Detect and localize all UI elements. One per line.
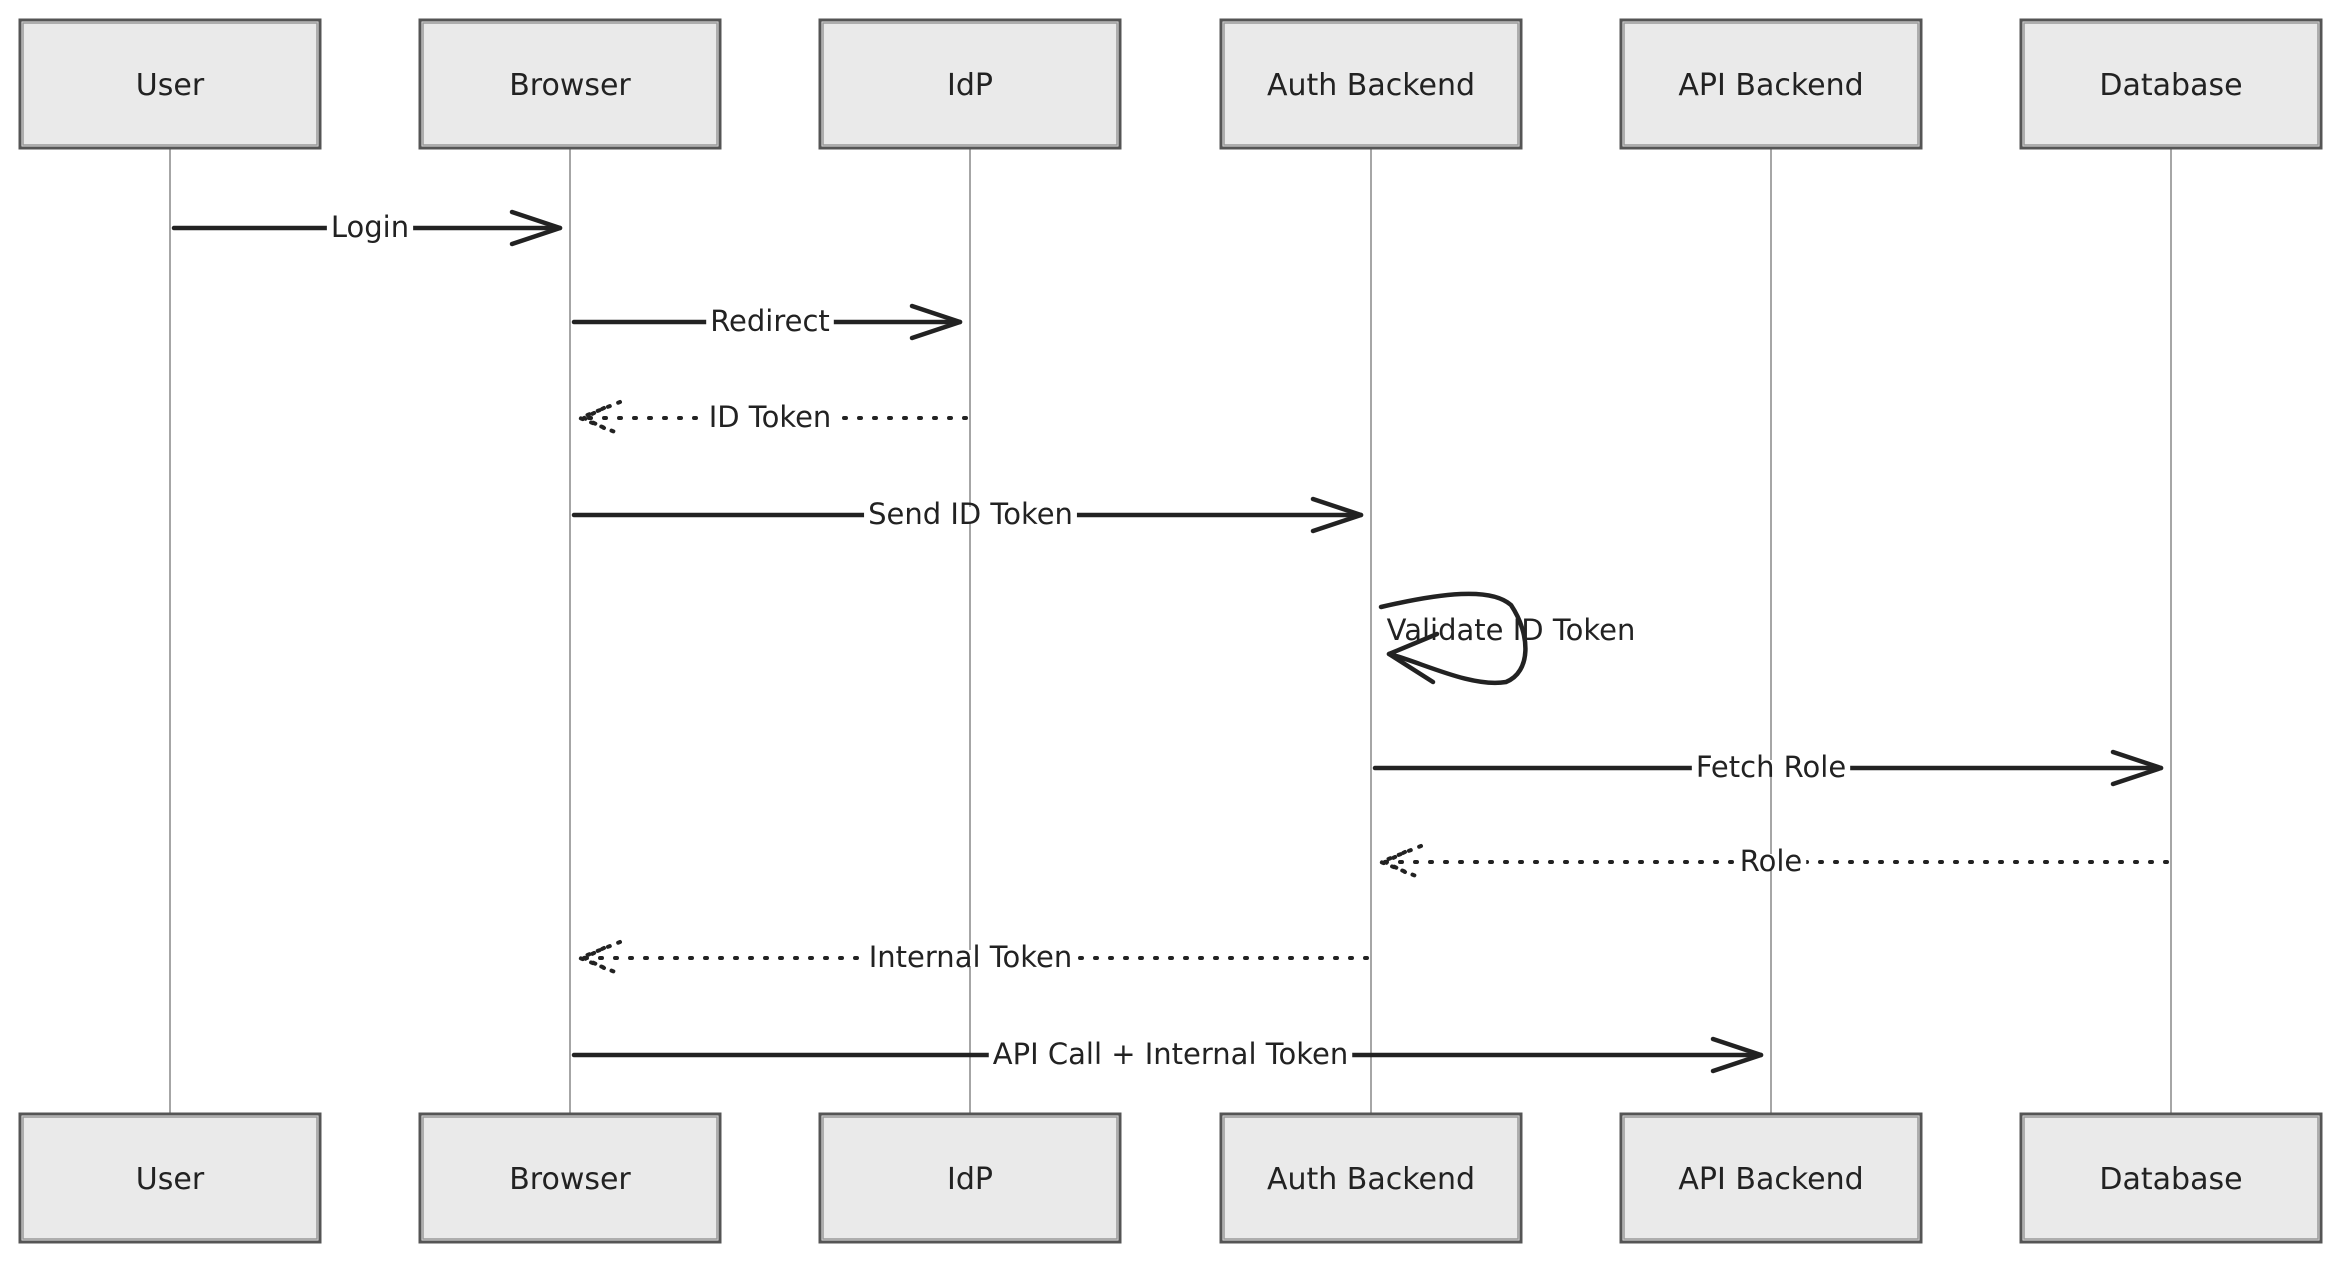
actor-box-inner-stroke [22,1116,318,1240]
actor-label: IdP [947,1162,993,1197]
actor-label: IdP [947,68,993,103]
actor-label: Database [2099,1162,2242,1197]
actor-label: Browser [509,1162,631,1197]
actor-label: API Backend [1678,1162,1863,1197]
actor-label: Auth Backend [1267,1162,1475,1197]
actors-top: User Browser IdP Auth Backend API Backend Dat… [18,18,2323,150]
actor-box-inner-stroke [1223,1116,1519,1240]
actor-box [18,18,322,150]
message-label: API Call + Internal Token [993,1037,1348,1071]
actor-idp-bottom: IdP [818,1112,1122,1244]
message-3: ID Token [578,400,968,436]
actor-db-top: Database [2019,18,2323,150]
actor-box-inner-stroke [22,22,318,146]
arrow-head [1710,1036,1764,1074]
actor-idp-top: IdP [818,18,1122,150]
arrow-head [1379,844,1423,880]
arrow-head [909,303,963,341]
actor-box [2019,1112,2323,1244]
message-label-bg [1735,854,1807,870]
message-2: Redirect [571,303,963,341]
message-label: ID Token [709,400,832,434]
actor-label: Auth Backend [1267,68,1475,103]
message-label: Send ID Token [868,497,1073,531]
actor-api-top: API Backend [1619,18,1923,150]
actor-box [1219,1112,1523,1244]
actor-box [418,18,722,150]
message-7: Role [1379,844,2169,880]
lifelines [169,148,2172,1114]
message-label-bg [326,220,414,236]
actor-box-inner-stroke [422,22,718,146]
actor-box-inner-stroke [822,1116,1118,1240]
message-label-bg [864,950,1077,966]
message-line [1378,591,1528,686]
message-label-bg [988,1047,1353,1063]
actor-box [418,1112,722,1244]
message-label-bg [864,507,1077,523]
arrow-head [1310,496,1364,534]
actor-label: Database [2099,68,2242,103]
actor-box-inner-stroke [2023,1116,2319,1240]
actor-box-inner-stroke [1623,1116,1919,1240]
actor-label: API Backend [1678,68,1863,103]
actor-box-inner-stroke [1623,22,1919,146]
actor-label: Browser [509,68,631,103]
arrow-head [509,209,563,247]
message-label-bg [1691,760,1851,776]
arrow-head [1386,631,1440,685]
actor-box [1219,18,1523,150]
message-8: Internal Token [578,940,1369,976]
actor-api-bottom: API Backend [1619,1112,1923,1244]
arrow-head-inner [1383,850,1407,874]
actor-label: User [136,68,205,103]
actor-box [1619,18,1923,150]
message-4: Send ID Token [571,496,1364,534]
message-6: Fetch Role [1372,749,2164,787]
message-label: Fetch Role [1696,750,1846,784]
actor-box [818,18,1122,150]
actor-box [818,1112,1122,1244]
arrow-head [578,400,622,436]
actor-box-inner-stroke [1223,22,1519,146]
actor-db-bottom: Database [2019,1112,2323,1244]
actor-user-top: User [18,18,322,150]
message-5: Validate ID Token [1378,591,1636,686]
actor-box-inner-stroke [822,22,1118,146]
actor-box-inner-stroke [422,1116,718,1240]
message-label: Internal Token [869,940,1073,974]
message-label-bg [706,314,834,330]
arrow-head-inner [582,406,606,430]
actor-auth-top: Auth Backend [1219,18,1523,150]
actor-box [18,1112,322,1244]
actor-browser-top: Browser [418,18,722,150]
actor-user-bottom: User [18,1112,322,1244]
arrow-head [2110,749,2164,787]
actor-auth-bottom: Auth Backend [1219,1112,1523,1244]
message-9: API Call + Internal Token [571,1036,1764,1074]
message-label: Login [331,210,409,244]
actor-label: User [136,1162,205,1197]
arrow-head-inner [582,946,606,970]
actor-box-inner-stroke [2023,22,2319,146]
message-1: Login [171,209,563,247]
actor-browser-bottom: Browser [418,1112,722,1244]
message-label: Redirect [710,304,830,338]
actor-box [2019,18,2323,150]
actor-box [1619,1112,1923,1244]
actors-bottom: User Browser IdP Auth Backend API Backend Dat… [18,1112,2323,1244]
message-label: Role [1740,844,1803,878]
message-label: Validate ID Token [1387,613,1636,647]
arrow-head [578,940,622,976]
message-label-bg [704,410,836,426]
